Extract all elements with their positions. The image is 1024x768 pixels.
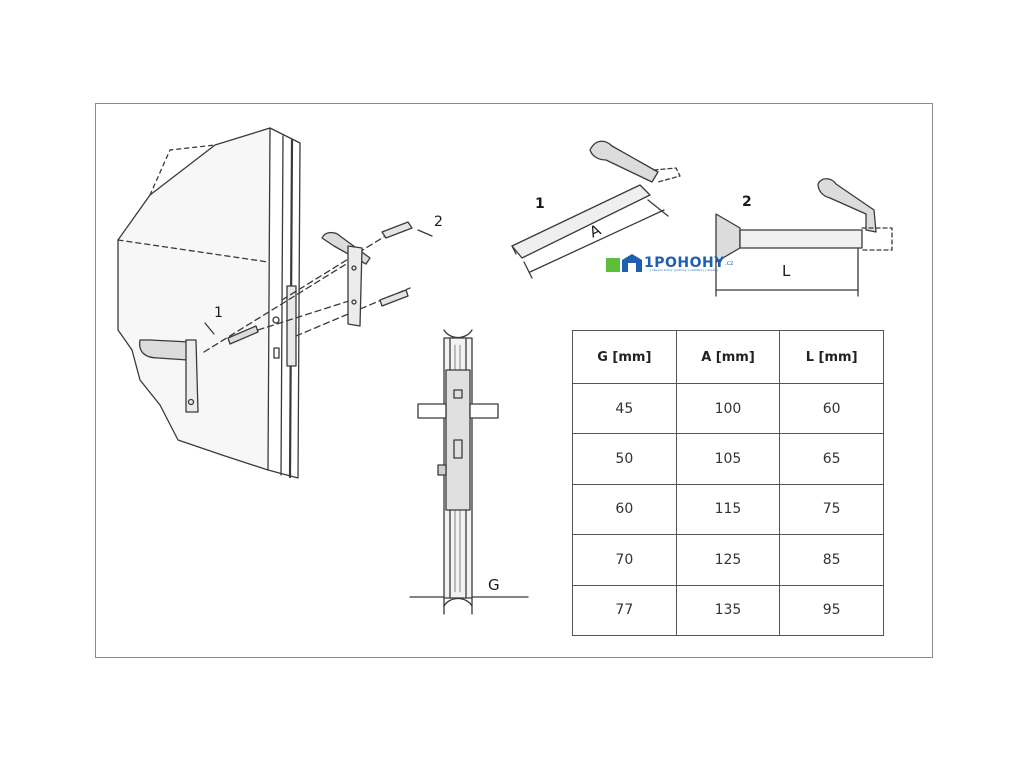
detail-label-screw: 1 <box>535 196 545 212</box>
cell-l: 60 <box>779 382 884 435</box>
callout-handle: 2 <box>434 214 443 230</box>
spindle-hole-marker <box>272 316 280 324</box>
cell-a: 125 <box>675 534 781 586</box>
dimension-l-label: L <box>782 262 791 280</box>
cell-a: 100 <box>675 382 781 435</box>
cell-l: 85 <box>779 534 884 586</box>
rear-handle <box>321 231 371 327</box>
callout-screw: 1 <box>214 305 223 321</box>
cell-l: 75 <box>779 483 884 536</box>
table-row: 45 100 60 <box>572 382 884 435</box>
cell-a: 135 <box>675 584 781 637</box>
brand-tld: .cz <box>724 259 734 267</box>
brand-name: 1POHOHY <box>644 255 725 271</box>
cell-a: 115 <box>675 483 781 536</box>
cell-g: 77 <box>572 584 677 637</box>
table-row: 70 125 85 <box>572 534 884 586</box>
cell-g: 45 <box>572 382 677 435</box>
screw-detail <box>511 140 681 279</box>
header-g: G [mm] <box>572 330 677 384</box>
table-header-row: G [mm] A [mm] L [mm] <box>572 330 884 384</box>
table-row: 60 115 75 <box>572 483 884 536</box>
header-a: A [mm] <box>675 330 781 384</box>
dimension-table: G [mm] A [mm] L [mm] 45 100 60 50 105 65… <box>572 330 884 637</box>
cell-a: 105 <box>675 433 781 485</box>
cell-g: 50 <box>572 433 677 485</box>
dimension-g-label: G <box>488 576 500 594</box>
door-leaf <box>117 127 301 479</box>
brand-logo: 1POHOHY .cz | vše pro brány | pohony | o… <box>606 252 733 274</box>
brand-tagline: | vše pro brány | pohony | ovládání | | … <box>650 268 718 272</box>
cell-g: 70 <box>572 534 677 586</box>
detail-label-pin: 2 <box>742 194 752 210</box>
cell-l: 65 <box>779 433 884 485</box>
header-l: L [mm] <box>779 330 884 384</box>
cell-l: 95 <box>779 584 884 637</box>
cell-g: 60 <box>572 483 677 536</box>
house-icon <box>606 254 644 272</box>
drawing-frame <box>95 103 933 658</box>
screw-part <box>227 325 259 345</box>
door-section <box>409 329 529 615</box>
table-row: 77 135 95 <box>572 584 884 637</box>
table-row: 50 105 65 <box>572 433 884 485</box>
pin-detail <box>715 178 893 297</box>
front-handle <box>139 339 199 413</box>
cylinder-hole-marker <box>273 347 280 359</box>
